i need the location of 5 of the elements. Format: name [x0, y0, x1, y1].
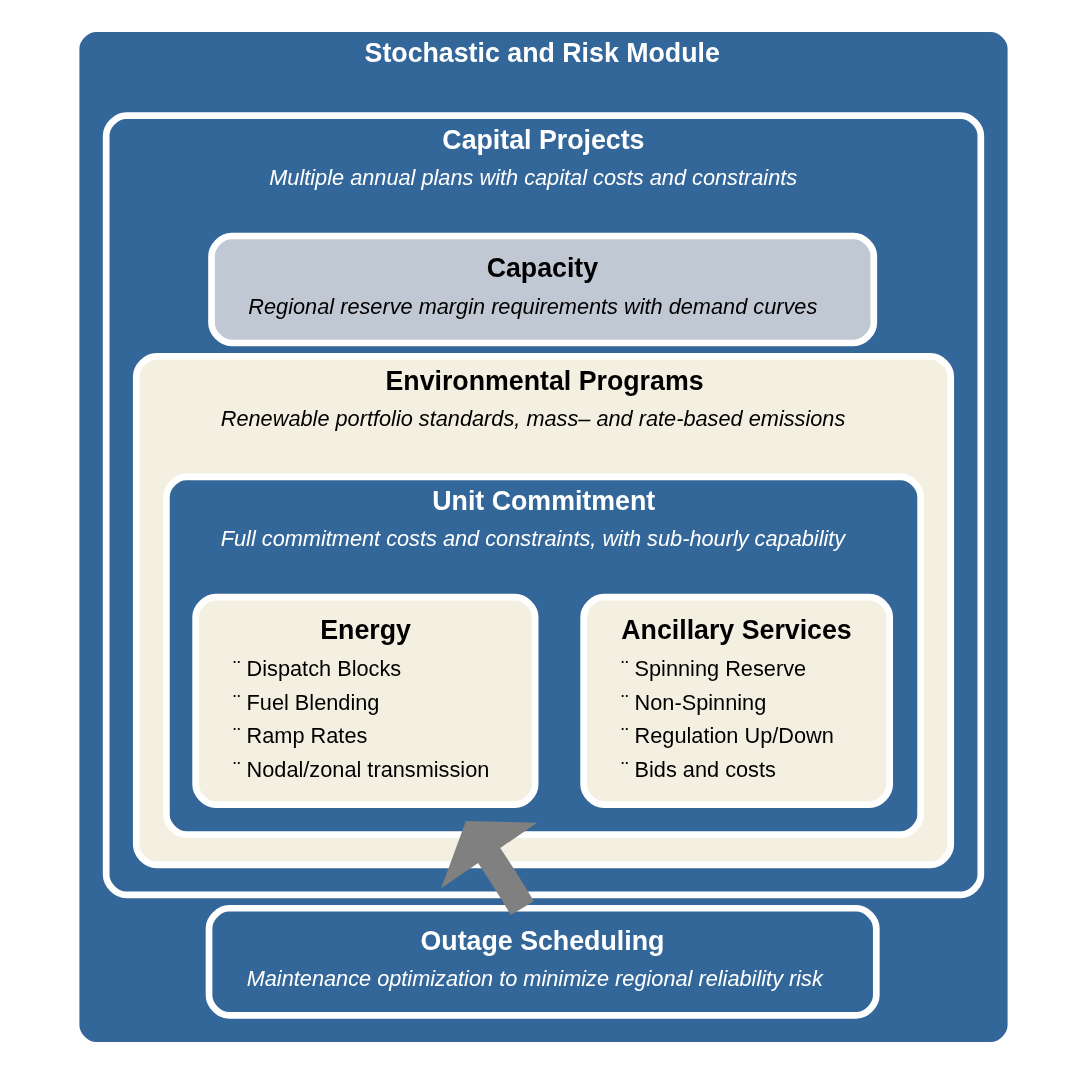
- node-box: Energy ¨ Dispatch Blocks ¨ Fuel Blending ¨ Ramp Rates ¨ Nodal/zonal transmission: [192, 593, 539, 808]
- node-box: Outage Scheduling Maintenance optimization to minimize regional reliability risk: [205, 904, 880, 1019]
- node-box: Ancillary Services ¨ Spinning Reserve ¨ Non-Spinning ¨ Regulation Up/Down ¨ Bids and costs: [580, 593, 894, 808]
- arrow: [441, 821, 538, 915]
- node-box: Capacity Regional reserve margin requirements with demand curves: [208, 232, 878, 347]
